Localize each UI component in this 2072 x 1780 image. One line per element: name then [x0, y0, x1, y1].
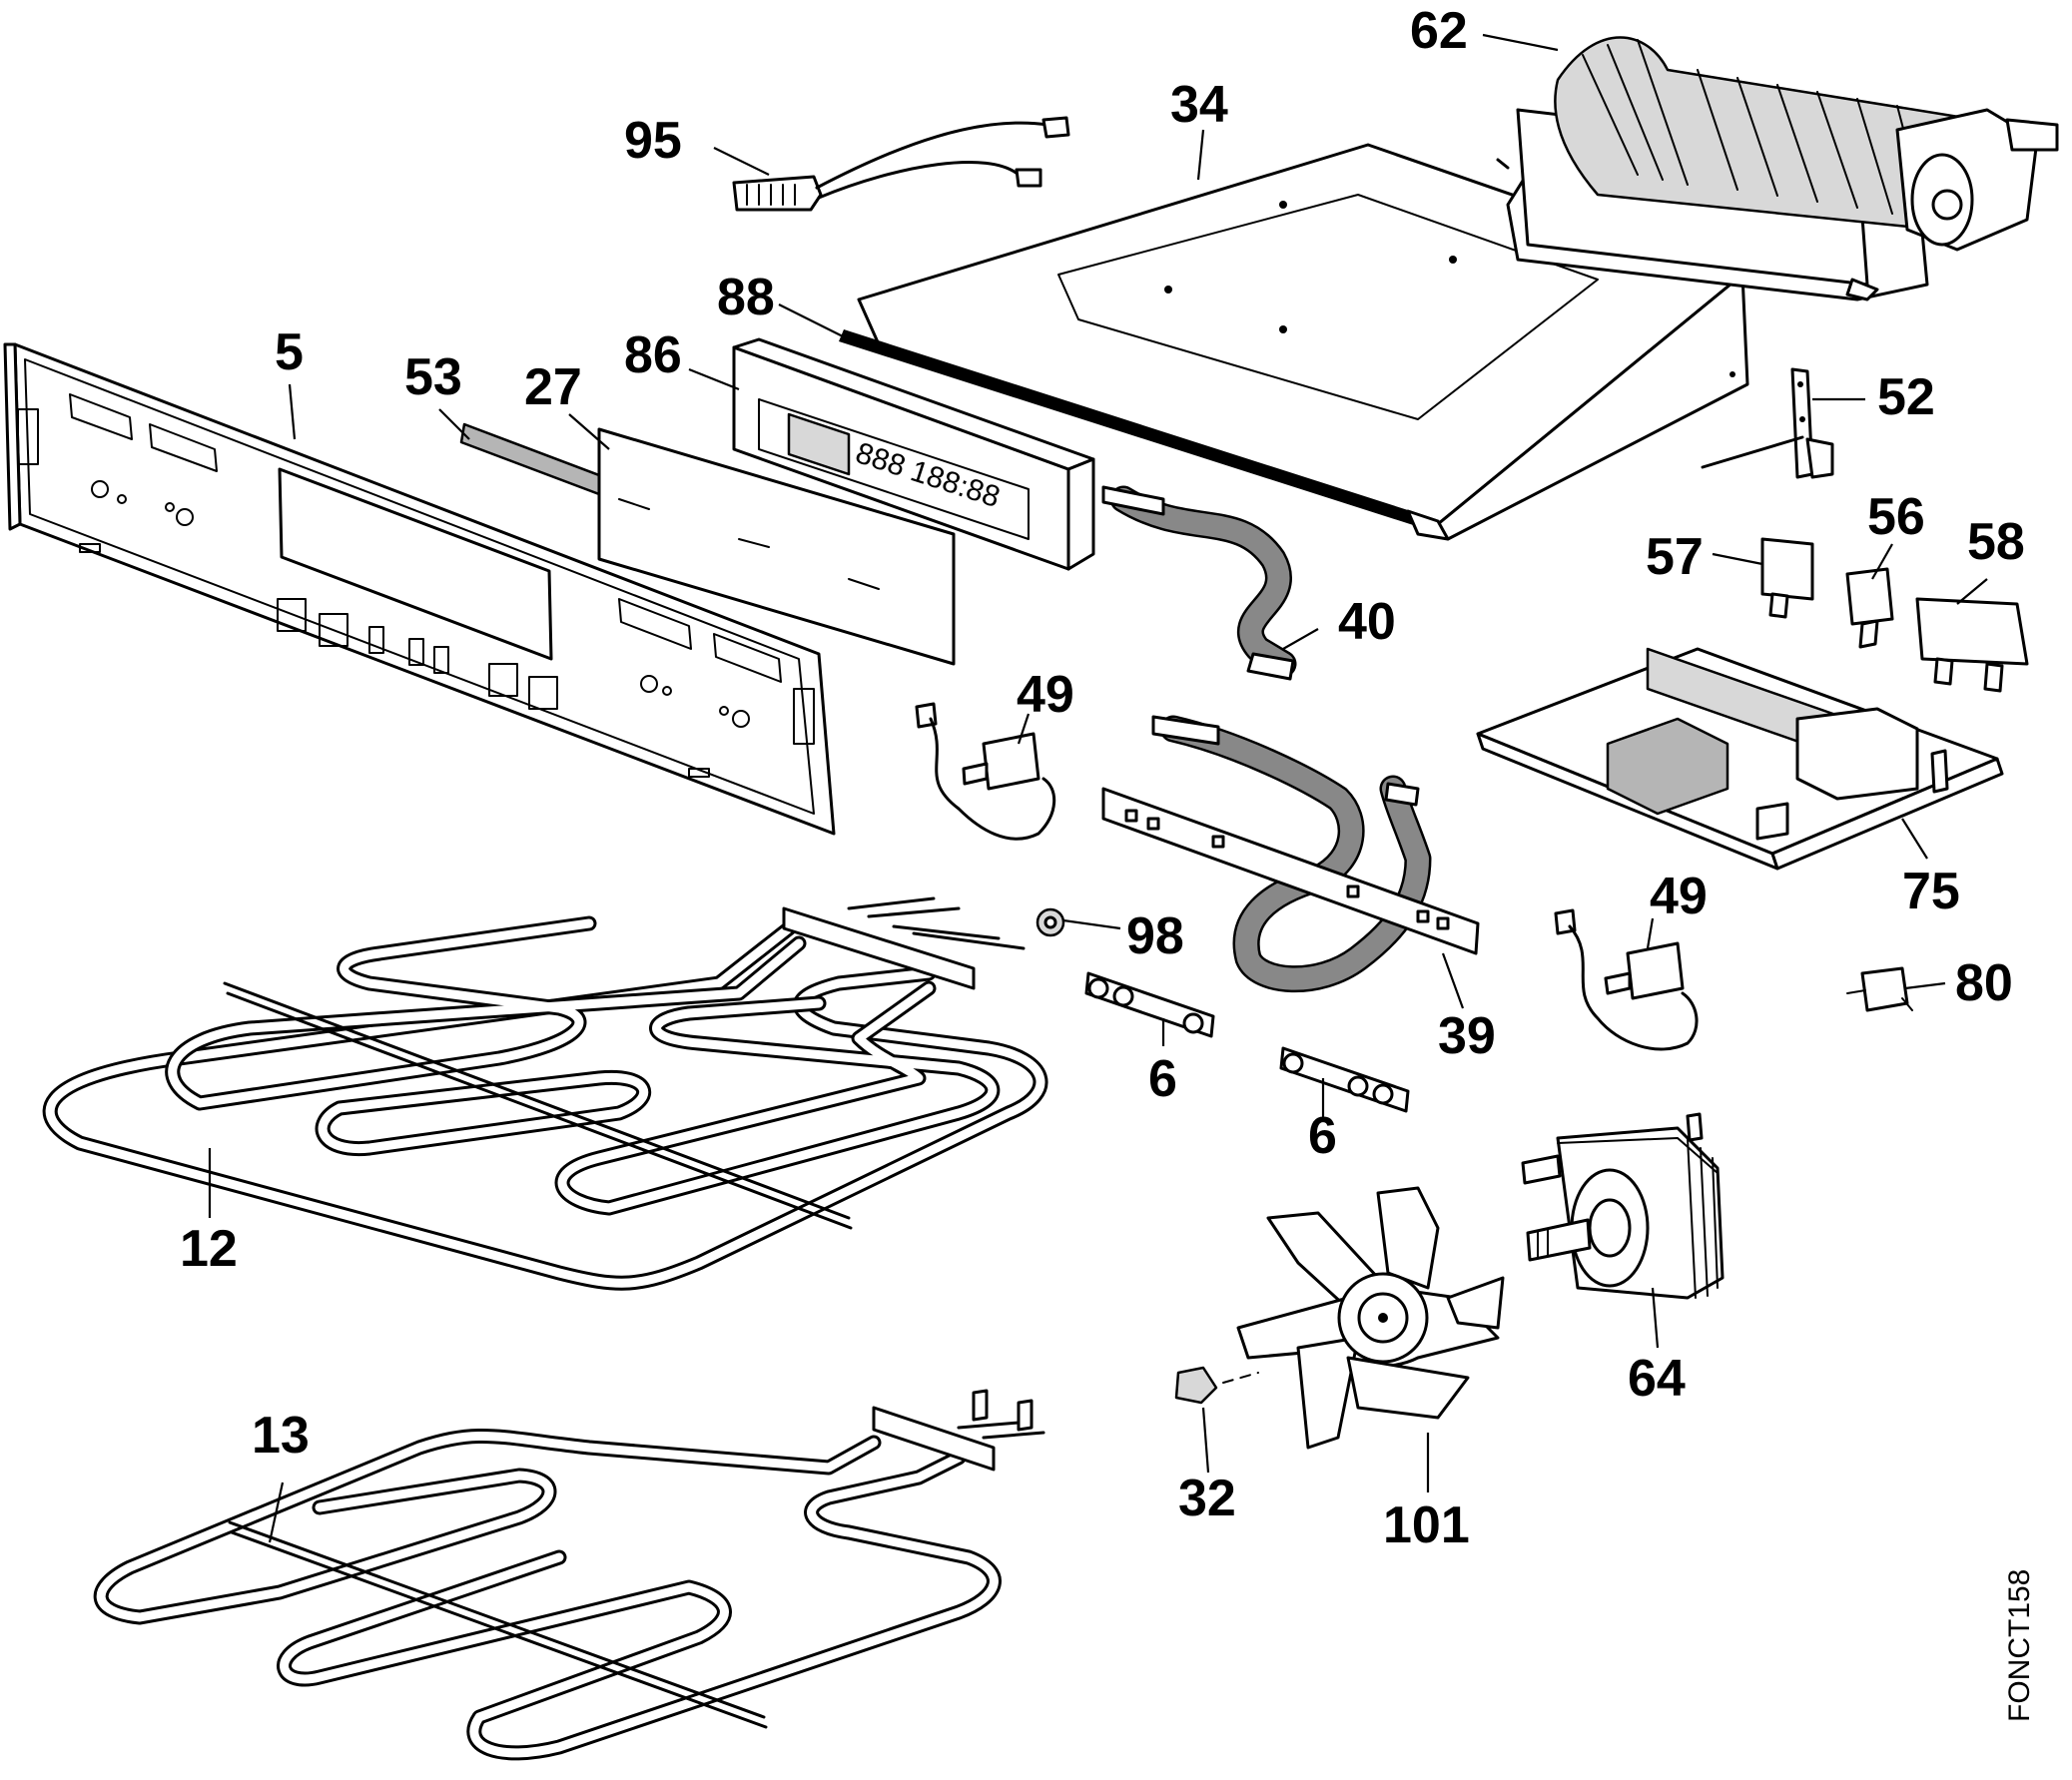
part-64-fan-motor	[1521, 1112, 1725, 1300]
label-40: 40	[1338, 593, 1396, 651]
label-80: 80	[1955, 954, 2013, 1012]
label-98: 98	[1126, 907, 1184, 965]
label-27: 27	[524, 358, 582, 416]
label-86: 86	[624, 326, 682, 384]
part-13-bottom-element	[93, 1389, 1045, 1761]
part-27-glass-panel	[597, 427, 956, 666]
part-57-terminal-block	[1760, 537, 1814, 619]
label-56: 56	[1867, 488, 1925, 546]
label-64: 64	[1628, 1350, 1686, 1408]
label-34: 34	[1170, 76, 1228, 134]
part-98-nut	[1036, 907, 1065, 937]
label-6-upper: 6	[1148, 1050, 1177, 1108]
label-39: 39	[1438, 1007, 1496, 1065]
part-86-display-module: 888 188:88	[732, 337, 1095, 571]
part-58-terminal-block	[1915, 597, 2029, 693]
part-49-switch-left	[915, 702, 1056, 841]
label-49-left: 49	[1017, 666, 1074, 724]
part-88-seal-strip	[839, 329, 1450, 541]
leader-lines	[208, 33, 1988, 1543]
label-101: 101	[1383, 1496, 1470, 1554]
part-80-switch	[1846, 966, 1913, 1012]
part-6-board-upper	[1084, 971, 1215, 1038]
part-75-control-board	[1476, 647, 2004, 871]
label-53: 53	[404, 348, 462, 406]
label-52: 52	[1877, 368, 1935, 426]
label-88: 88	[717, 269, 775, 326]
part-6-board-lower	[1279, 1046, 1410, 1113]
label-32: 32	[1178, 1470, 1236, 1527]
figure-code: FONCT158	[2003, 1569, 2036, 1722]
label-95: 95	[624, 112, 682, 170]
label-75: 75	[1902, 863, 1960, 920]
label-5: 5	[275, 323, 304, 381]
part-5-control-panel	[3, 342, 836, 836]
part-62-tangential-fan	[1496, 36, 2059, 301]
part-52-bracket	[1701, 367, 1834, 479]
part-101-fan-blade	[1236, 1186, 1505, 1450]
part-49-switch-right	[1554, 908, 1699, 1051]
part-95-wire-harness	[732, 116, 1070, 212]
label-13: 13	[252, 1407, 310, 1465]
label-57: 57	[1646, 528, 1704, 586]
part-40-ribbon-cable	[1101, 485, 1297, 681]
part-labels: 95 62 34 88 5 53 27 86 52 57 56 58 40 49…	[180, 2, 2025, 1554]
part-39-button-board	[1101, 715, 1480, 993]
label-58: 58	[1967, 513, 2025, 571]
label-12: 12	[180, 1220, 238, 1278]
label-49-right: 49	[1650, 868, 1708, 925]
part-56-terminal-block	[1845, 567, 1894, 649]
label-62: 62	[1410, 2, 1468, 60]
part-32-nut	[1174, 1366, 1259, 1405]
label-6-lower: 6	[1308, 1107, 1337, 1165]
part-12-grill-element	[42, 896, 1048, 1291]
